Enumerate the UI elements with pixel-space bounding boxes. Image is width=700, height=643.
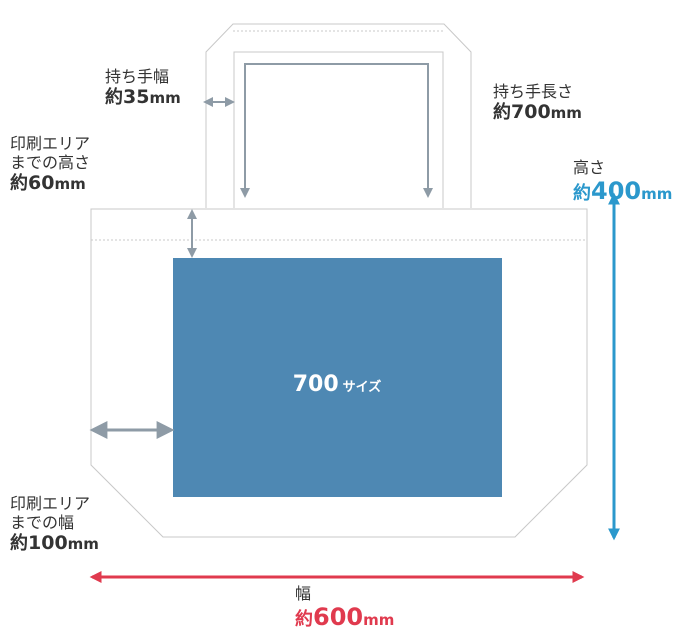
height-number: 400	[591, 177, 642, 206]
handle-width-title: 持ち手幅	[105, 67, 170, 86]
width-label: 幅 約600mm	[295, 584, 394, 632]
handle-width-unit: mm	[149, 89, 181, 108]
print-top-title-1: 印刷エリア	[10, 134, 91, 153]
print-side-title-1: 印刷エリア	[10, 494, 91, 513]
print-top-label: 印刷エリア までの高さ 約60mm	[10, 134, 90, 195]
print-side-unit: mm	[67, 535, 99, 554]
handle-width-number: 35	[123, 86, 150, 109]
handle-length-label: 持ち手長さ 約700mm	[493, 82, 582, 124]
height-prefix: 約	[573, 183, 591, 205]
handle-width-label: 持ち手幅 約35mm	[105, 67, 181, 109]
height-title: 高さ	[573, 158, 606, 177]
print-side-prefix: 約	[10, 533, 28, 555]
handle-length-number: 700	[511, 101, 551, 124]
print-top-prefix: 約	[10, 173, 28, 195]
width-prefix: 約	[295, 609, 313, 631]
handle-length-prefix: 約	[493, 102, 511, 124]
print-area-label-text: サイズ	[343, 379, 382, 395]
print-area	[173, 258, 502, 497]
print-side-label: 印刷エリア までの幅 約100mm	[10, 494, 99, 555]
height-unit: mm	[641, 185, 673, 204]
print-top-number: 60	[28, 172, 55, 195]
height-label: 高さ 約400mm	[573, 158, 672, 206]
width-number: 600	[313, 603, 364, 632]
print-top-title-2: までの高さ	[10, 153, 91, 173]
print-side-number: 100	[28, 532, 68, 555]
handle-length-title: 持ち手長さ	[493, 82, 574, 101]
width-unit: mm	[363, 611, 395, 630]
handle-inner-outline	[233, 51, 444, 208]
print-side-title-2: までの幅	[10, 513, 75, 533]
handle-length-arrow	[240, 63, 433, 198]
print-top-unit: mm	[54, 175, 86, 194]
print-area-label-number: 700	[293, 372, 339, 397]
width-title: 幅	[295, 584, 312, 603]
handle-outline	[205, 23, 472, 208]
handle-length-unit: mm	[550, 104, 582, 123]
handle-width-prefix: 約	[105, 87, 123, 109]
